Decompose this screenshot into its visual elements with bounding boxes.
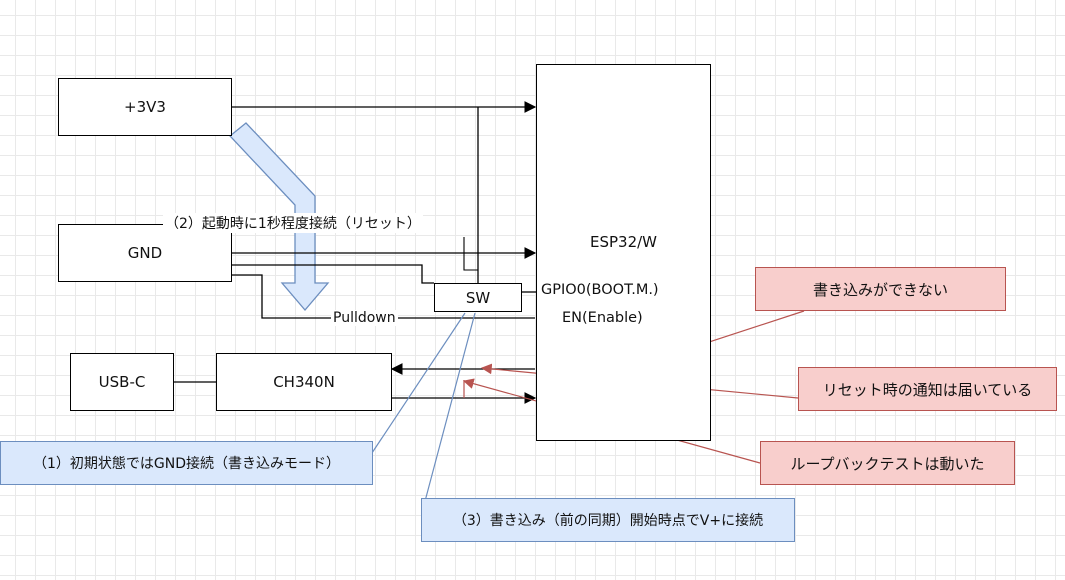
sw-label: SW: [465, 288, 491, 307]
note-step1: （1）初期状態ではGND接続（書き込みモード）: [0, 441, 373, 485]
note-step3-text: （3）書き込み（前の同期）開始時点でV+に接続: [452, 513, 764, 529]
note-cannot-write: 書き込みができない: [755, 267, 1006, 311]
step2-arrow: [229, 122, 330, 312]
esp-box: ESP32/W: [536, 64, 711, 441]
gpio0-label: GPIO0(BOOT.M.): [541, 282, 659, 298]
en-label: EN(Enable): [562, 310, 643, 326]
note-loopback-text: ループバックテストは動いた: [790, 454, 985, 473]
usb-box: USB-C: [70, 353, 174, 411]
wire-gnd-sw: [232, 264, 434, 284]
esp-label: ESP32/W: [589, 233, 658, 251]
blue-line-step1: [359, 312, 466, 472]
pulldown-label: Pulldown: [331, 310, 398, 326]
ch340-box: CH340N: [216, 353, 392, 411]
note-step1-text: （1）初期状態ではGND接続（書き込みモード）: [32, 456, 340, 472]
note-step3: （3）書き込み（前の同期）開始時点でV+に接続: [421, 498, 795, 542]
note-cannot-write-text: 書き込みができない: [812, 280, 948, 299]
note-reset-notice: リセット時の通知は届いている: [798, 367, 1057, 411]
sw-box: SW: [434, 283, 522, 312]
gnd-box: GND: [58, 224, 232, 282]
v3-label: +3V3: [124, 98, 166, 116]
wire-pulldown: [232, 274, 535, 319]
v3-box: +3V3: [58, 78, 232, 136]
usb-label: USB-C: [98, 373, 146, 391]
step2-label: （2）起動時に1秒程度接続（リセット）: [163, 213, 423, 233]
note-reset-notice-text: リセット時の通知は届いている: [822, 380, 1033, 399]
blue-line-step3: [423, 312, 476, 506]
note-loopback: ループバックテストは動いた: [760, 441, 1015, 485]
gnd-label: GND: [127, 244, 163, 262]
wire-sw-inner: [463, 237, 478, 271]
ch340-label: CH340N: [273, 373, 335, 391]
